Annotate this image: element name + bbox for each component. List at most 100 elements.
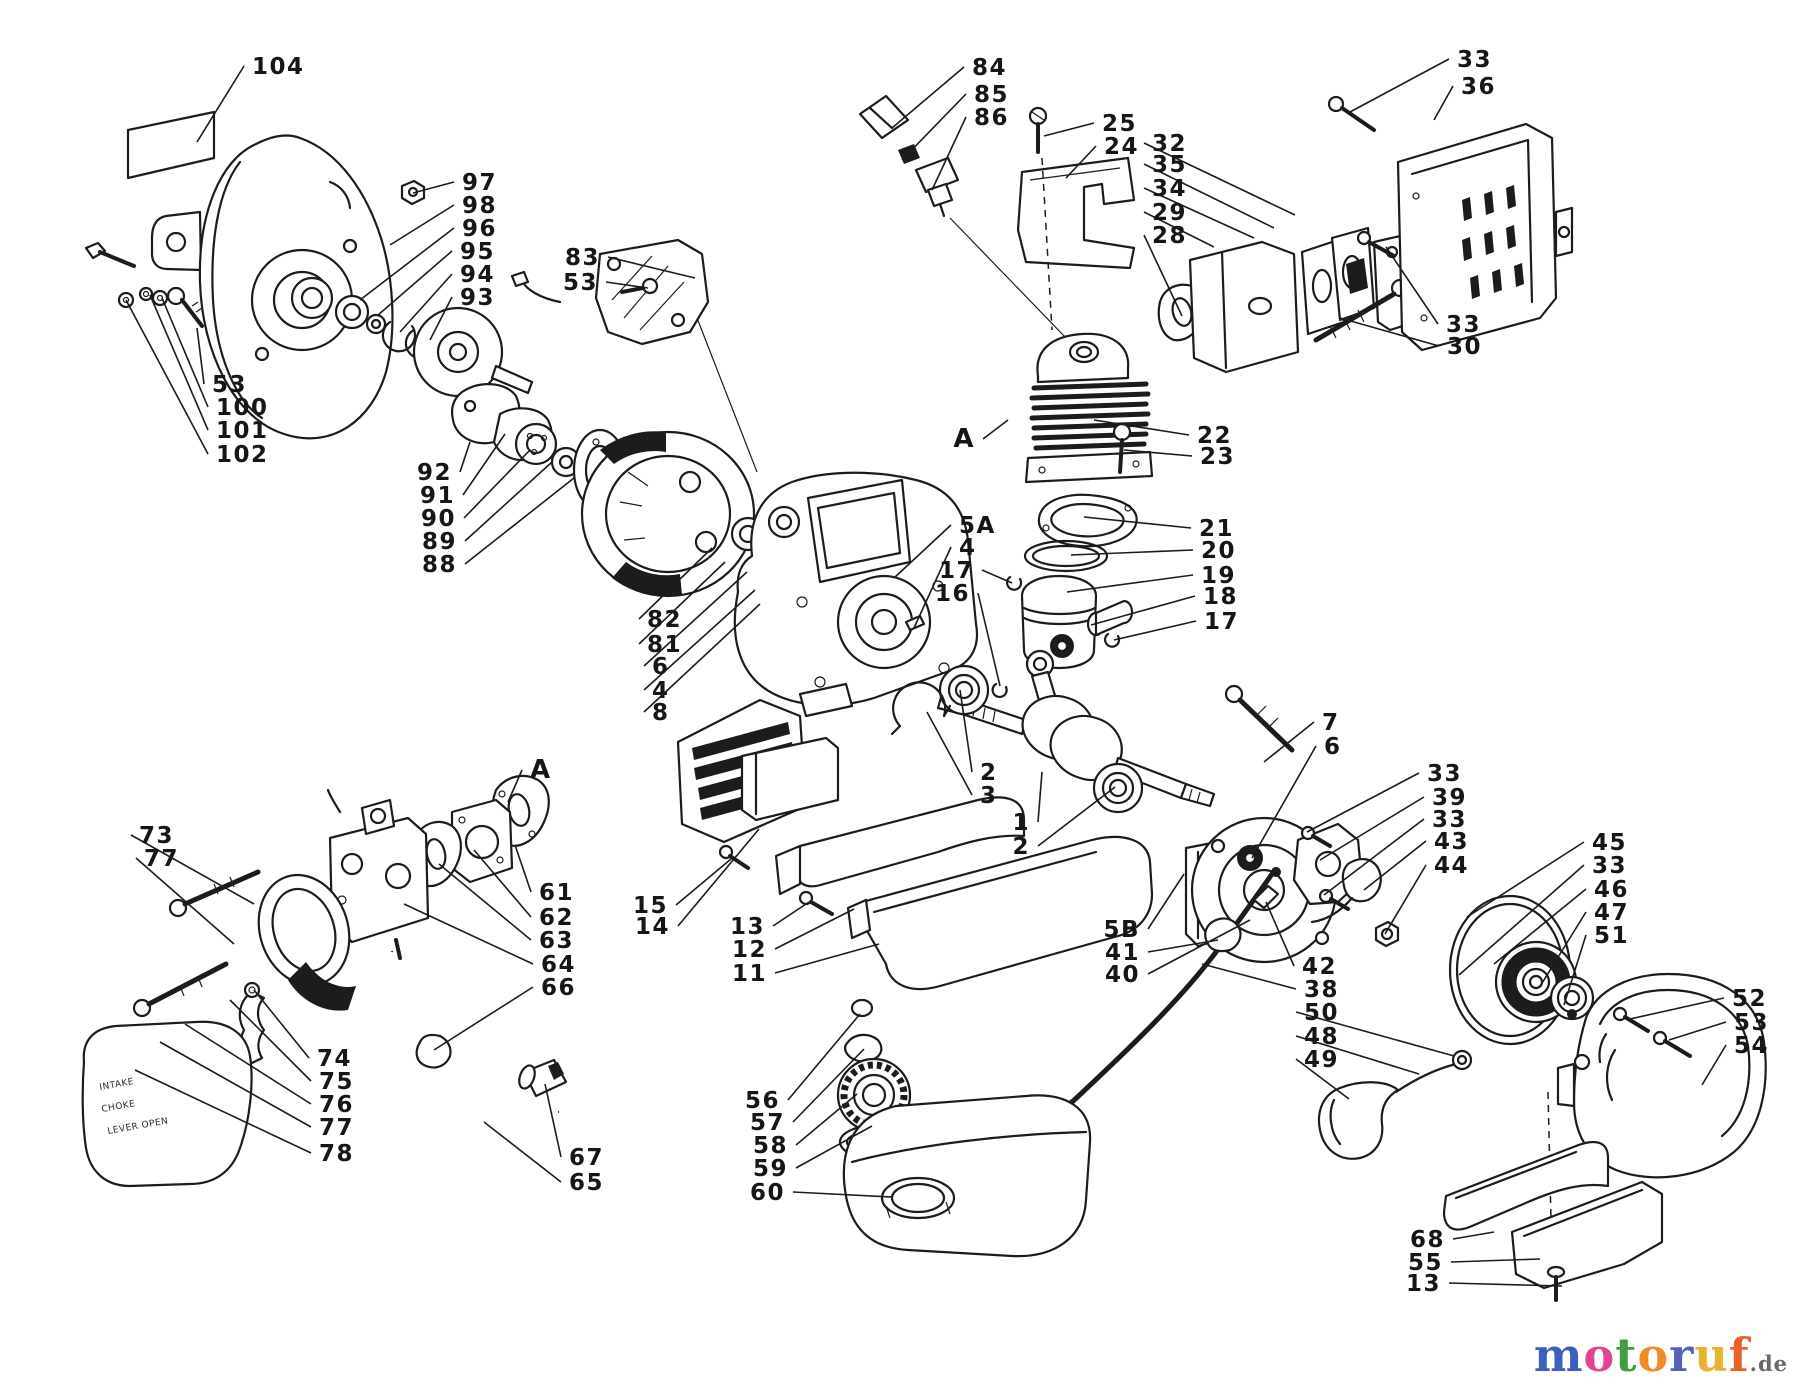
left-fasteners (84, 241, 204, 328)
cylinder (1024, 332, 1154, 484)
callout-35: 35 (1152, 152, 1187, 178)
callout-21: 21 (1199, 516, 1234, 542)
stop-switch (1341, 858, 1382, 903)
carburetor-group: INTAKE CHOKE LEVER OPEN (81, 774, 568, 1188)
callout-36: 36 (1461, 74, 1496, 100)
callout-94: 94 (460, 262, 495, 288)
leader-line-67 (544, 1083, 562, 1158)
leader-line-15 (675, 858, 732, 906)
leader-line-6 (1251, 745, 1317, 859)
leader-line-75 (229, 999, 312, 1082)
leader-line-85 (901, 93, 967, 161)
leader-line-61 (514, 844, 532, 893)
callout-42: 42 (1302, 954, 1337, 980)
leader-line-43 (1363, 840, 1427, 891)
leader-line-56 (787, 1013, 861, 1101)
callout-4: 4 (959, 535, 977, 561)
callout-51: 51 (1594, 923, 1629, 949)
leader-line-97 (412, 181, 455, 194)
leader-line-5B (1147, 873, 1185, 930)
callout-49: 49 (1304, 1047, 1339, 1073)
callout-63: 63 (539, 928, 574, 954)
callout-100: 100 (216, 395, 269, 421)
leader-line-58 (795, 1093, 858, 1146)
leader-line-59 (795, 1125, 873, 1169)
callout-92: 92 (417, 460, 452, 486)
leader-line-52 (1629, 997, 1725, 1020)
leader-line-A (982, 419, 1009, 440)
leader-line-90 (463, 449, 531, 519)
leader-line-32 (1143, 142, 1296, 216)
shroud-lower (860, 835, 1154, 991)
leader-line-76 (184, 1023, 312, 1105)
plug-terminal (898, 144, 920, 164)
callout-2: 2 (1012, 834, 1030, 860)
leader-line-29 (1143, 211, 1215, 248)
leader-line-30 (1339, 317, 1440, 347)
leader-line-14 (677, 828, 760, 927)
filter-element (288, 962, 356, 1011)
leader-line-34 (1143, 187, 1255, 239)
leader-line-33 (1306, 772, 1420, 833)
leader-line-33 (1349, 58, 1450, 113)
callout-86: 86 (974, 105, 1009, 131)
leader-line-A (507, 769, 523, 803)
callout-12: 12 (732, 937, 767, 963)
callout-47: 47 (1594, 900, 1629, 926)
leader-line-33 (1458, 864, 1585, 976)
leader-line-33 (1385, 246, 1439, 325)
callout-57: 57 (750, 1110, 785, 1136)
leader-line-35 (1143, 163, 1275, 229)
piston-ring (1023, 539, 1109, 573)
leader-line-51 (1563, 934, 1587, 1006)
leader-line-18 (1090, 595, 1196, 626)
spark-plug-cap (858, 94, 910, 140)
callout-11: 11 (732, 961, 767, 987)
callout-53: 53 (563, 270, 598, 296)
leader-line-73 (130, 834, 255, 905)
callout-32: 32 (1152, 131, 1187, 157)
spark-plug (914, 156, 960, 194)
callout-53: 53 (1734, 1010, 1769, 1036)
crankcase-half-5a (689, 299, 979, 718)
watermark-suffix: .de (1749, 1351, 1788, 1376)
leader-line-19 (1066, 574, 1194, 593)
callout-104: 104 (252, 54, 305, 80)
leader-line-39 (1319, 796, 1425, 861)
callout-33: 33 (1446, 312, 1481, 338)
leader-line-17 (1113, 620, 1197, 641)
callout-50: 50 (1304, 1000, 1339, 1026)
watermark-letter: o (1637, 1328, 1670, 1382)
leader-line-21 (1083, 516, 1192, 529)
leader-line-102 (125, 299, 209, 455)
callout-17: 17 (1204, 609, 1239, 635)
callout-93: 93 (460, 285, 495, 311)
callout-20: 20 (1201, 538, 1236, 564)
callout-46: 46 (1594, 877, 1629, 903)
callout-39: 39 (1432, 785, 1467, 811)
callout-97: 97 (462, 170, 497, 196)
callout-17: 17 (939, 558, 974, 584)
callout-60: 60 (750, 1180, 785, 1206)
leader-line-89 (464, 461, 553, 542)
leader-line-53 (605, 281, 649, 289)
leader-line-46 (1493, 888, 1587, 965)
cylinder-shrouds (676, 698, 1154, 991)
callout-13: 13 (730, 914, 765, 940)
watermark-letter: r (1669, 1328, 1695, 1382)
leader-line-17 (981, 569, 1013, 584)
leader-line-22 (1093, 419, 1190, 436)
callout-2: 2 (980, 760, 998, 786)
leader-line-20 (1070, 549, 1194, 556)
leader-line-55 (1450, 1258, 1541, 1263)
callout-44: 44 (1434, 853, 1469, 879)
leader-line-48 (1295, 1035, 1420, 1075)
crankshaft (890, 614, 1216, 814)
starter-handle (1317, 1081, 1400, 1160)
leader-line-83 (607, 256, 696, 279)
leader-line-77 (135, 857, 235, 945)
piston-group (1005, 493, 1138, 670)
callout-96: 96 (462, 216, 497, 242)
